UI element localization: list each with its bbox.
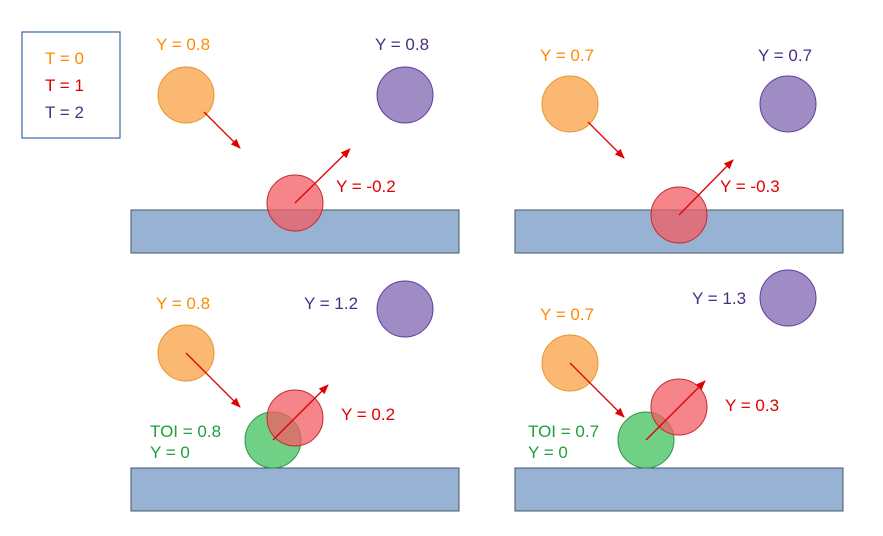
label-t2: Y = 1.3 (692, 289, 746, 308)
ball-t2 (759, 269, 817, 327)
label-t1: Y = 0.3 (725, 396, 779, 415)
label-toi: TOI = 0.8 (150, 422, 221, 441)
label-toi: TOI = 0.7 (528, 422, 599, 441)
label-t1: Y = -0.3 (720, 177, 780, 196)
legend-box (21, 31, 121, 139)
label-t0: Y = 0.8 (156, 35, 210, 54)
label-t0: Y = 0.8 (156, 294, 210, 313)
legend-t1: T = 1 (45, 76, 84, 95)
incoming-arrow (203, 111, 241, 149)
label-t0: Y = 0.7 (540, 46, 594, 65)
label-t2: Y = 0.8 (375, 35, 429, 54)
bounce-arrow (294, 148, 351, 204)
ball-t2 (376, 66, 434, 124)
ground (514, 467, 844, 512)
label-t1: Y = 0.2 (341, 405, 395, 424)
legend-t2: T = 2 (45, 103, 84, 122)
bounce-arrow (678, 159, 734, 216)
incoming-arrow (569, 362, 625, 418)
incoming-arrow (185, 352, 241, 408)
panel-bottom-left: Y = 0.8 Y = 1.2 Y = 0.2 TOI = 0.8 Y = 0 (130, 280, 460, 512)
panel-bottom-right: Y = 0.7 Y = 1.3 Y = 0.3 TOI = 0.7 Y = 0 (514, 269, 844, 512)
ball-t2 (759, 75, 817, 133)
incoming-arrow (587, 121, 625, 159)
panel-top-left: Y = 0.8 Y = 0.8 Y = -0.2 (130, 35, 460, 254)
ground (130, 467, 460, 512)
legend: T = 0 T = 1 T = 2 (21, 31, 121, 139)
bounce-arrow (272, 384, 329, 441)
bounce-arrow (645, 380, 706, 441)
label-toi-y: Y = 0 (528, 443, 568, 462)
label-t2: Y = 1.2 (304, 294, 358, 313)
label-t0: Y = 0.7 (540, 305, 594, 324)
label-t2: Y = 0.7 (758, 46, 812, 65)
legend-t0: T = 0 (45, 49, 84, 68)
ball-t0 (541, 75, 599, 133)
ball-t2 (376, 280, 434, 338)
panel-top-right: Y = 0.7 Y = 0.7 Y = -0.3 (514, 46, 844, 254)
label-toi-y: Y = 0 (150, 443, 190, 462)
label-t1: Y = -0.2 (336, 177, 396, 196)
ball-t0 (157, 66, 215, 124)
